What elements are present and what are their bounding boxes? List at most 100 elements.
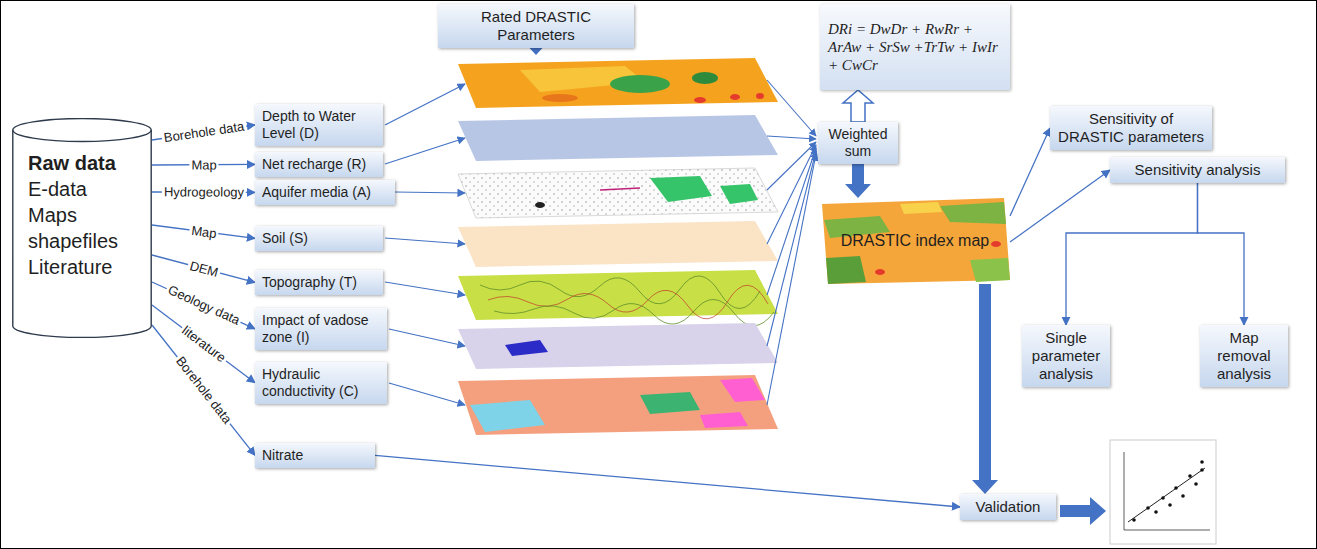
map-layer-t [488,285,768,319]
map-zone [991,241,1001,247]
parameter-arrow [385,84,465,405]
node-heading: Raw data [28,150,142,176]
node-label: Sensitivity of DRASTIC parameters [1057,110,1205,146]
parameter-box: Aquifer media (A) [255,180,395,205]
scatter-chart [1161,496,1165,500]
scatter-chart [1110,440,1216,544]
map-layer-a [535,202,545,208]
layer-to-sum-arrow [767,154,816,405]
parameter-arrow [385,282,465,295]
parameter-box: Net recharge (R) [255,152,383,177]
parameter-box: Impact of vadose zone (I) [255,308,387,350]
node-label: Rated DRASTIC Parameters [445,8,627,44]
map-layer-s [458,221,778,267]
layer-to-sum-arrow [767,80,816,136]
edge-label: Hydrogeology [161,185,245,200]
index-map: DRASTIC index map [820,198,1010,284]
map-layer-s [458,221,778,267]
layer-to-sum-arrow [767,151,816,346]
map-layer-r [458,115,778,161]
node-label: Net recharge (R) [262,156,376,173]
data-cylinder: Raw dataE-dataMapsshapefilesLiterature [12,118,152,338]
parameter-box: Soil (S) [255,226,383,251]
scatter-chart [1181,494,1185,498]
parameter-arrow [385,84,465,125]
map-zone [875,269,885,275]
node-label: Soil (S) [262,230,376,247]
scatter-chart [1132,518,1136,522]
parameter-arrow [395,192,465,193]
map-layer-a [650,176,712,202]
map-layer-i [458,323,778,369]
map-layer-r [458,115,778,161]
map-layer-i [458,323,778,369]
map-layer-a [720,184,758,204]
parameter-box: Hydraulic conductivity (C) [255,362,387,404]
process-box: Validation [960,494,1056,520]
map-layer-t [494,299,774,325]
parameter-box: Depth to Water Level (D) [255,104,383,146]
node-label: Sensitivity analysis [1117,161,1278,179]
output-box: Sensitivity of DRASTIC parameters [1050,106,1212,150]
node-label: Aquifer media (A) [262,184,388,201]
connector-arrow [152,282,255,329]
parameter-box: Nitrate [255,443,375,468]
map-layer-c [720,378,765,402]
scatter-chart [1124,452,1210,530]
scatter-chart [1110,440,1216,544]
node-label: Single parameter analysis [1029,329,1103,383]
node-label: shapefiles [28,228,142,254]
node-label: Topography (T) [262,274,376,291]
map-layer-d [694,97,706,103]
scatter-chart [1146,506,1150,510]
cylinder-rim [13,130,151,142]
analysis-box: Map removal analysis [1200,325,1288,387]
layer-to-sum-arrow [767,148,816,295]
layer-to-sum-arrow [767,80,816,405]
node-label: Maps [28,202,142,228]
map-layer-c [470,400,545,432]
edge-label: DEM [186,257,222,280]
scatter-chart [1128,468,1205,522]
cylinder-body [13,119,151,338]
scatter-chart [1200,460,1204,464]
scatter-chart [1174,486,1178,490]
node-label: Depth to Water Level (D) [262,108,376,142]
map-layer-d [458,58,778,108]
map-layer-t [458,270,778,326]
parameter-box: Topography (T) [255,270,383,295]
input-box: Rated DRASTIC Parameters [438,4,634,48]
map-layer-c [700,412,748,428]
scatter-chart [1200,468,1204,472]
node-label: Weighted sum [825,126,891,160]
edge-label: Borehole data [171,352,235,428]
edge-label: Geology data [163,282,243,329]
connector-arrow [152,255,255,282]
parameter-arrow [385,238,465,244]
map-layer-d [756,93,764,99]
layer-to-sum-arrow [767,142,816,190]
edge-label: Map [189,157,218,172]
node-label: DRi = DwDr + RwRr + ArAw + SrSw +TrTw + … [828,20,1002,74]
process-box: Weighted sum [818,122,898,164]
map-layer-d [730,94,740,100]
cylinder-outline [12,118,152,338]
connector-arrow [1198,183,1245,325]
connector-arrow [843,90,873,122]
analysis-box: Single parameter analysis [1022,325,1110,387]
scatter-chart [1154,510,1158,514]
connector-arrow [1010,128,1050,216]
node-label: Literature [28,254,142,280]
node-label: E-data [28,176,142,202]
map-layer-a [600,188,640,190]
map-layer-i [505,340,548,356]
connector-arrow [845,164,871,198]
map-layer-d [610,75,670,93]
map-zone [826,256,866,284]
node-label: Impact of vadose zone (I) [262,312,380,346]
parameter-arrow [385,138,465,164]
map-zone [970,258,1010,282]
